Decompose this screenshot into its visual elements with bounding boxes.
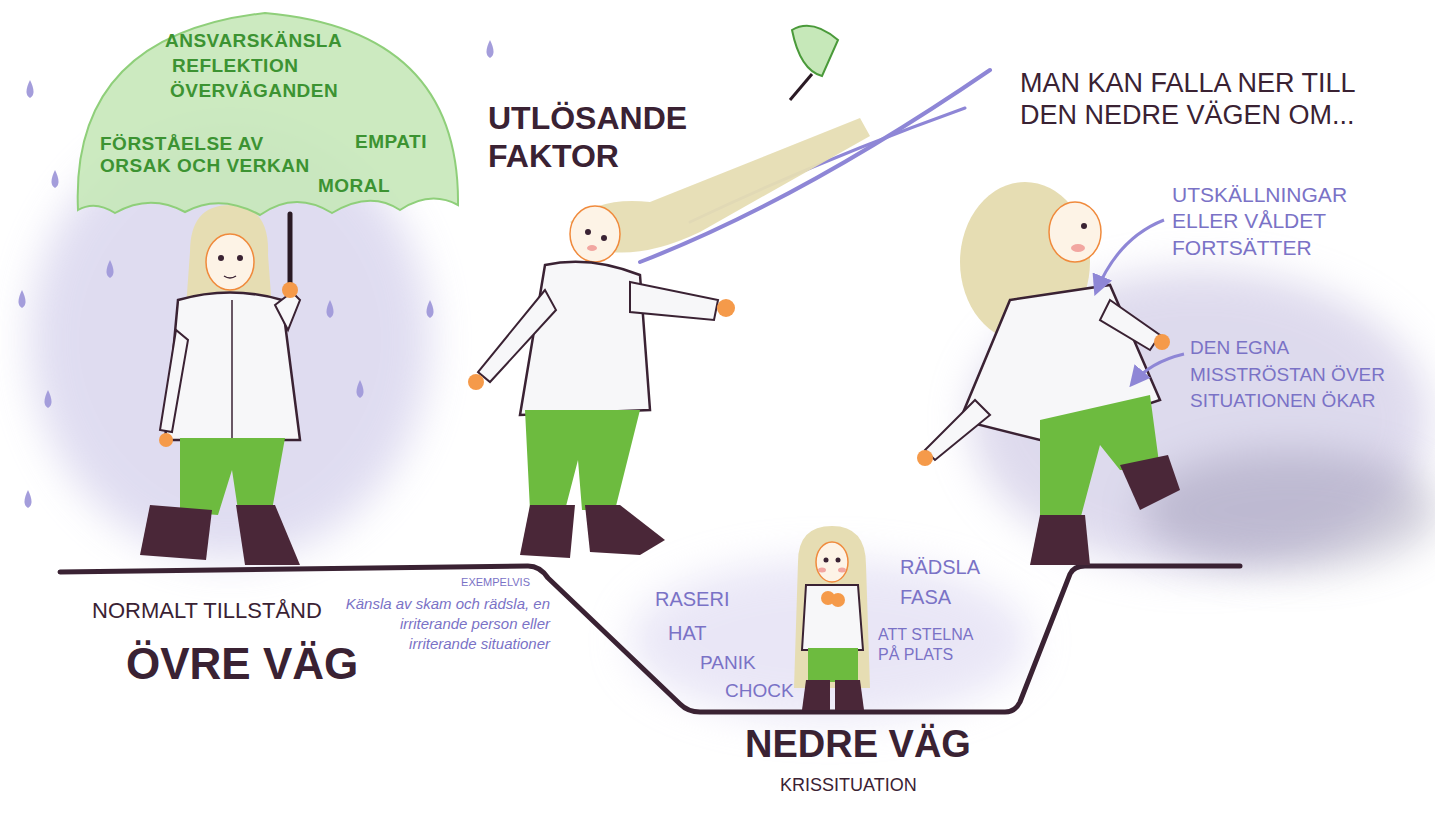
annotation-label: DEN EGNA MISSTRÖSTAN ÖVER SITUATIONEN ÖK… xyxy=(1190,335,1422,415)
girl-windblown xyxy=(468,26,990,558)
umbrella-word: EMPATI xyxy=(355,131,445,153)
umbrella-word: FÖRSTÅELSE AV ORSAK OCH VERKAN xyxy=(100,133,315,178)
annotation-label: UTSKÄLLNINGAR ELLER VÅLDET FORTSÄTTER xyxy=(1172,182,1387,261)
girl-standing xyxy=(140,205,300,565)
girl-crisis xyxy=(794,526,870,710)
flying-umbrella xyxy=(792,26,838,76)
wash xyxy=(630,560,1030,720)
girl-falling xyxy=(917,182,1184,565)
annotation-label: NEDRE VÄG xyxy=(745,722,1005,767)
annotation-label: CHOCK xyxy=(725,680,795,702)
annotation-label: PANIK xyxy=(700,652,780,674)
leader-arrow xyxy=(1132,354,1184,384)
annotation-label: UTLÖSANDE FAKTOR xyxy=(488,100,728,176)
annotation-label: HAT xyxy=(668,622,728,646)
wash xyxy=(1140,450,1435,570)
annotation-label: ÖVRE VÄG xyxy=(126,638,426,690)
leader-arrow xyxy=(1096,220,1164,292)
road-line xyxy=(60,566,1240,712)
annotation-label: FASA xyxy=(900,586,980,610)
annotation-label: Känsla av skam och rädsla, en irriterand… xyxy=(330,594,550,654)
umbrella-word: REFLEKTION xyxy=(172,55,372,77)
annotation-label: KRISSITUATION xyxy=(780,775,980,796)
umbrella-word: ANSVARSKÄNSLA xyxy=(165,30,405,52)
umbrella-word: MORAL xyxy=(318,175,408,197)
annotation-label: EXEMPELVIS xyxy=(420,576,530,589)
umbrella-canopy: ANSVARSKÄNSLA REFLEKTION ÖVERVÄGANDEN FÖRST… xyxy=(70,5,465,220)
annotation-label: MAN KAN FALLA NER TILL DEN NEDRE VÄGEN O… xyxy=(1020,68,1370,132)
umbrella-word: ÖVERVÄGANDEN xyxy=(170,80,390,102)
annotation-label: ATT STELNA PÅ PLATS xyxy=(878,625,998,665)
annotation-label: RASERI xyxy=(655,588,745,612)
annotation-label: RÄDSLA xyxy=(900,556,1000,580)
